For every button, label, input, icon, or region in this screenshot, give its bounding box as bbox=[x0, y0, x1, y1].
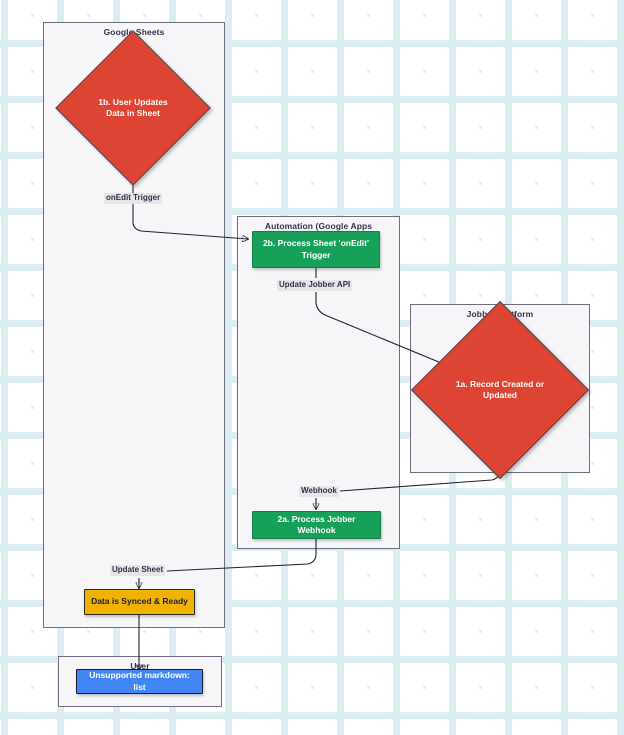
node-label-process-onedit-trigger: 2b. Process Sheet 'onEdit' Trigger bbox=[262, 238, 370, 260]
node-label-data-synced-ready: Data is Synced & Ready bbox=[91, 596, 188, 607]
node-process-jobber-webhook[interactable]: 2a. Process Jobber Webhook bbox=[252, 511, 381, 539]
edge-label-update-sheet: Update Sheet bbox=[110, 565, 166, 576]
edge-path-update-jobber-api bbox=[315, 292, 446, 365]
node-process-onedit-trigger[interactable]: 2b. Process Sheet 'onEdit' Trigger bbox=[252, 231, 380, 268]
node-user-updates-data[interactable]: 1b. User Updates Data in Sheet bbox=[55, 30, 211, 186]
edge-label-onedit-trigger: onEdit Trigger bbox=[104, 193, 163, 204]
node-unsupported-markdown[interactable]: Unsupported markdown: list bbox=[76, 669, 203, 694]
node-label-process-jobber-webhook: 2a. Process Jobber Webhook bbox=[277, 513, 356, 535]
node-label-unsupported-markdown: Unsupported markdown: list bbox=[89, 670, 190, 692]
edge-path-update-sheet bbox=[166, 539, 317, 572]
node-record-created-updated[interactable]: 1a. Record Created or Updated bbox=[410, 300, 590, 480]
node-data-synced-ready[interactable]: Data is Synced & Ready bbox=[84, 589, 195, 615]
node-label-record-created-updated: 1a. Record Created or Updated bbox=[455, 378, 545, 400]
edge-path-webhook bbox=[339, 455, 501, 492]
edge-label-update-jobber-api: Update Jobber API bbox=[277, 280, 353, 291]
cluster-label-automation: Automation (Google Apps bbox=[264, 221, 373, 231]
edge-label-webhook: Webhook bbox=[299, 486, 339, 497]
edge-path-onedit-trigger bbox=[132, 208, 248, 239]
node-label-user-updates-data: 1b. User Updates Data in Sheet bbox=[98, 96, 168, 118]
